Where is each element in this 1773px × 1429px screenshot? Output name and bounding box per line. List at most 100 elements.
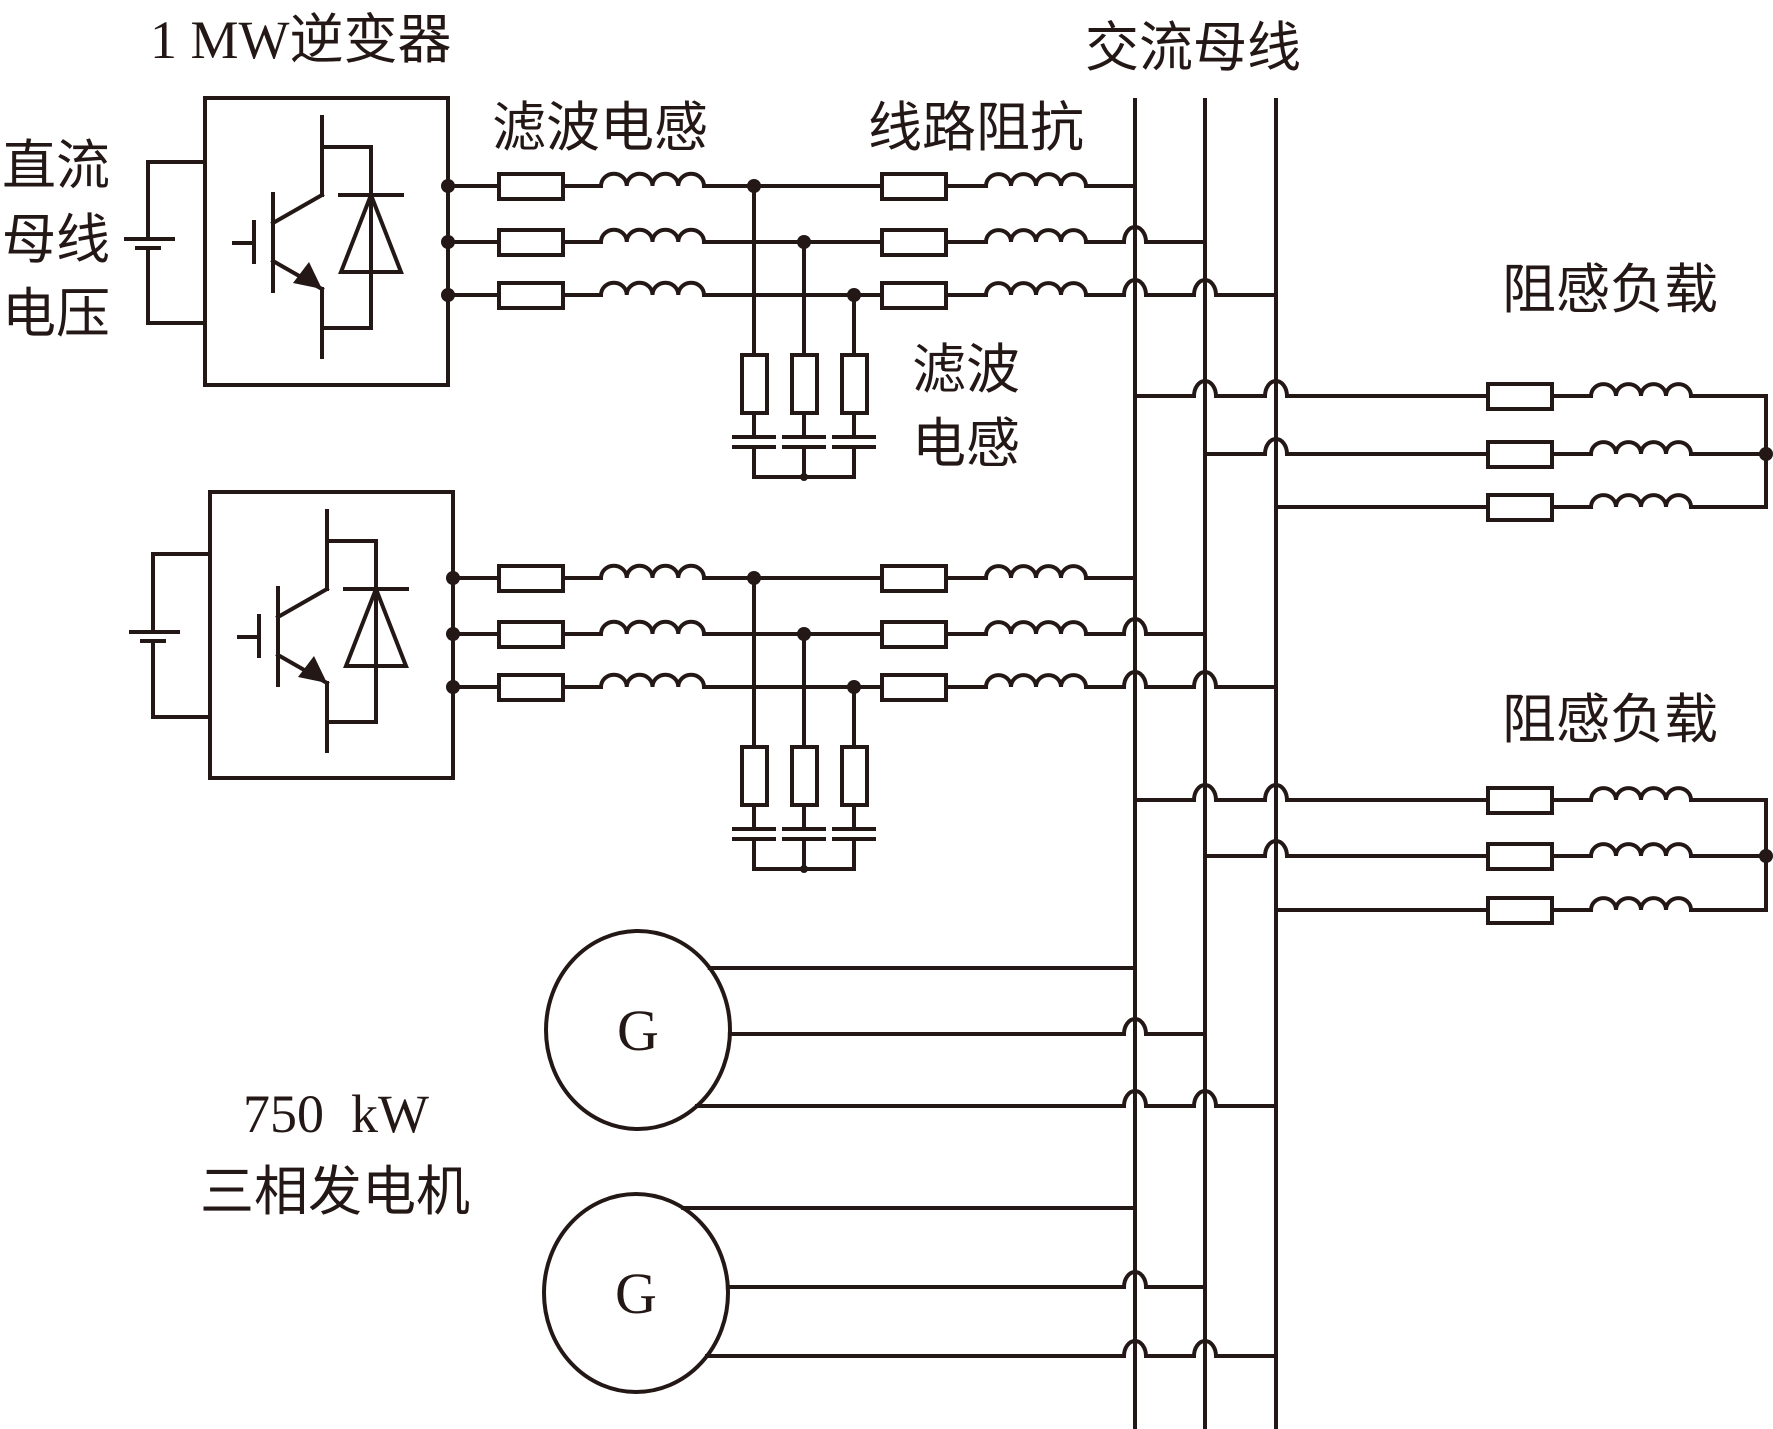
rl-load-2-label: 阻感负载: [1502, 688, 1718, 751]
generator-phase-b-wire: [727, 1017, 1207, 1036]
load-feeder-wire: [1203, 839, 1490, 858]
phase-a: [441, 171, 1137, 201]
phase-b: [446, 617, 1207, 649]
load-feeder-wire: [1203, 437, 1490, 456]
dc-bus-voltage-label-line-1: 直流: [2, 134, 110, 197]
inverter-2: [129, 490, 1278, 873]
line-resistor: [880, 564, 948, 593]
inverter-1: [124, 96, 1278, 481]
three-phase-output: [441, 171, 1278, 310]
filter-inductor-icon: [591, 619, 714, 636]
dc-bus-voltage-label-line-3: 电压: [2, 282, 110, 345]
bus-connection-wire: [1092, 225, 1207, 244]
neutral-node: [800, 865, 808, 873]
damping-resistor: [740, 353, 769, 415]
bus-connection-wire: [1092, 670, 1278, 689]
inverters: [124, 96, 1278, 873]
generator-phase-b-wire: [725, 1270, 1207, 1289]
ac-bus-label: 交流母线: [1085, 16, 1301, 79]
damping-resistor: [840, 745, 869, 807]
line-inductor-icon: [976, 673, 1096, 689]
generator-type-label: 三相发电机: [200, 1160, 470, 1223]
rl-loads: [1133, 379, 1773, 925]
generator-phase-c-wire: [704, 1339, 1278, 1358]
rc-filter-branch: [732, 576, 876, 873]
generator-phase-c-wire: [694, 1089, 1278, 1108]
collector-diagonal: [275, 586, 330, 620]
dc-source: [124, 160, 207, 325]
filter-inductor-icon: [591, 563, 714, 580]
load-resistor: [1486, 786, 1554, 815]
rl-load-2: [1133, 783, 1773, 925]
three-phase-output: [446, 563, 1278, 702]
load-phase-c: [1274, 493, 1768, 522]
load-resistor: [1486, 440, 1554, 469]
load-inductor-icon: [1581, 786, 1701, 802]
generator-circle-icon: [544, 929, 732, 1131]
load-inductor-icon: [1581, 440, 1701, 456]
diode-triangle-icon: [343, 583, 409, 668]
load-inductor-icon: [1581, 382, 1701, 398]
filter-resistor: [497, 620, 565, 649]
rl-load-1: [1133, 379, 1773, 522]
load-inductor-icon: [1581, 493, 1701, 509]
filter-resistor: [497, 172, 565, 201]
bus-connection-wire: [1092, 617, 1207, 636]
igbt-switch-icon: [237, 509, 409, 753]
filter-resistor: [497, 281, 565, 310]
load-phase-b: [1203, 437, 1768, 469]
line-inductor-icon: [976, 228, 1096, 244]
ac-bus: [1133, 98, 1278, 1429]
load-phase-a: [1133, 783, 1768, 815]
line-inductor-icon: [976, 564, 1096, 580]
load-feeder-wire: [1133, 379, 1490, 398]
load-resistor: [1486, 842, 1554, 871]
star-point-node: [1759, 849, 1773, 863]
rc-filter-branch: [732, 184, 876, 481]
neutral-node: [800, 473, 808, 481]
filter-resistor: [497, 673, 565, 702]
emitter-arrow-icon: [293, 262, 322, 289]
damping-resistor: [740, 745, 769, 807]
filter-resistor: [497, 228, 565, 257]
diode-triangle-icon: [338, 189, 404, 274]
load-resistor: [1486, 382, 1554, 411]
filter-side-label-line-2: 电感: [912, 412, 1020, 475]
filter-side-label-line-1: 滤波: [912, 338, 1020, 401]
filter-inductor-label: 滤波电感: [492, 96, 708, 159]
filter-inductor-icon: [591, 672, 714, 689]
generator-1: G: [544, 929, 1278, 1131]
phase-a: [446, 563, 1137, 593]
igbt-switch-icon: [232, 115, 404, 359]
load-inductor-icon: [1581, 896, 1701, 912]
load-phase-b: [1203, 839, 1768, 871]
load-phase-c: [1274, 896, 1768, 925]
filter-inductor-icon: [591, 227, 714, 244]
damping-resistor: [790, 353, 819, 415]
damping-resistor: [840, 353, 869, 415]
load-phase-a: [1133, 379, 1768, 411]
load-inductor-icon: [1581, 842, 1701, 858]
load-resistor: [1486, 896, 1554, 925]
line-resistor: [880, 673, 948, 702]
line-inductor-icon: [976, 620, 1096, 636]
phase-b: [441, 225, 1207, 257]
generator-rating-label: 750 kW: [243, 1084, 429, 1144]
line-resistor: [880, 620, 948, 649]
line-inductor-icon: [976, 281, 1096, 297]
inverter-title: 1 MW逆变器: [150, 10, 451, 70]
dc-bus-voltage-label-line-2: 母线: [2, 208, 110, 271]
line-impedance-label: 线路阻抗: [868, 96, 1084, 159]
load-feeder-wire: [1133, 783, 1490, 802]
generator-2: G: [542, 1192, 1278, 1394]
bus-connection-wire: [1092, 278, 1278, 297]
filter-inductor-icon: [591, 280, 714, 297]
filter-inductor-icon: [591, 171, 714, 188]
collector-diagonal: [270, 192, 325, 226]
dc-source: [129, 552, 212, 719]
line-resistor: [880, 228, 948, 257]
damping-resistor: [790, 745, 819, 807]
generators: GG: [542, 929, 1278, 1394]
line-inductor-icon: [976, 172, 1096, 188]
star-point-node: [1759, 447, 1773, 461]
